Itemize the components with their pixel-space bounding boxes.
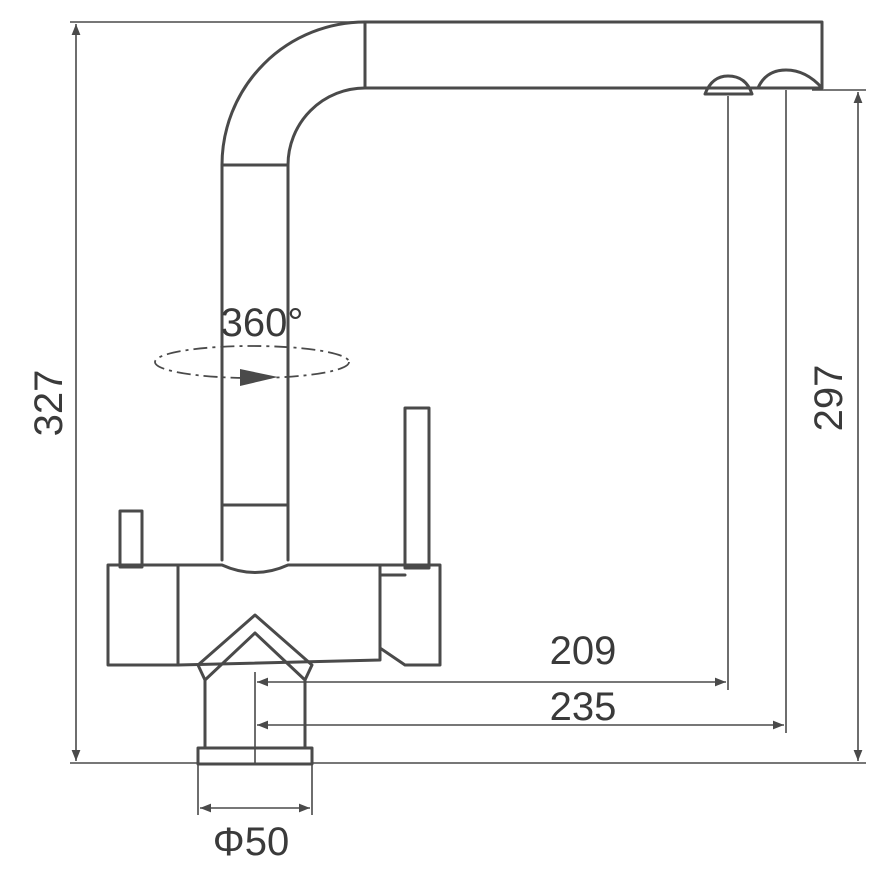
rotation-label: 360° — [221, 301, 304, 345]
spout — [220, 20, 824, 562]
faucet-body — [106, 563, 180, 667]
faucet-outline — [106, 20, 824, 766]
aerator-left — [703, 74, 754, 96]
overall-height-label: 327 — [27, 370, 71, 437]
reach-inner-label: 209 — [550, 629, 617, 673]
dimension-base-diameter: Φ50 — [197, 764, 313, 864]
faucet-body-right — [378, 563, 442, 667]
dimension-reach-outer: 235 — [257, 90, 787, 733]
aerator-right — [756, 68, 824, 90]
left-lever — [118, 509, 144, 569]
spout-height-label: 297 — [807, 365, 851, 432]
dimension-reach-inner: 209 — [257, 96, 729, 690]
right-lever — [403, 406, 431, 570]
rotation-arrow-icon — [240, 369, 278, 386]
faucet-body-center — [176, 563, 382, 667]
reach-outer-label: 235 — [550, 685, 617, 729]
dimension-spout-height: 297 — [312, 89, 866, 764]
base-connector — [196, 613, 314, 750]
base-diameter-label: Φ50 — [213, 820, 289, 864]
rotation-indicator: 360° — [154, 301, 350, 386]
dimension-overall-height: 327 — [27, 21, 365, 764]
base-connector-inner — [203, 631, 307, 682]
